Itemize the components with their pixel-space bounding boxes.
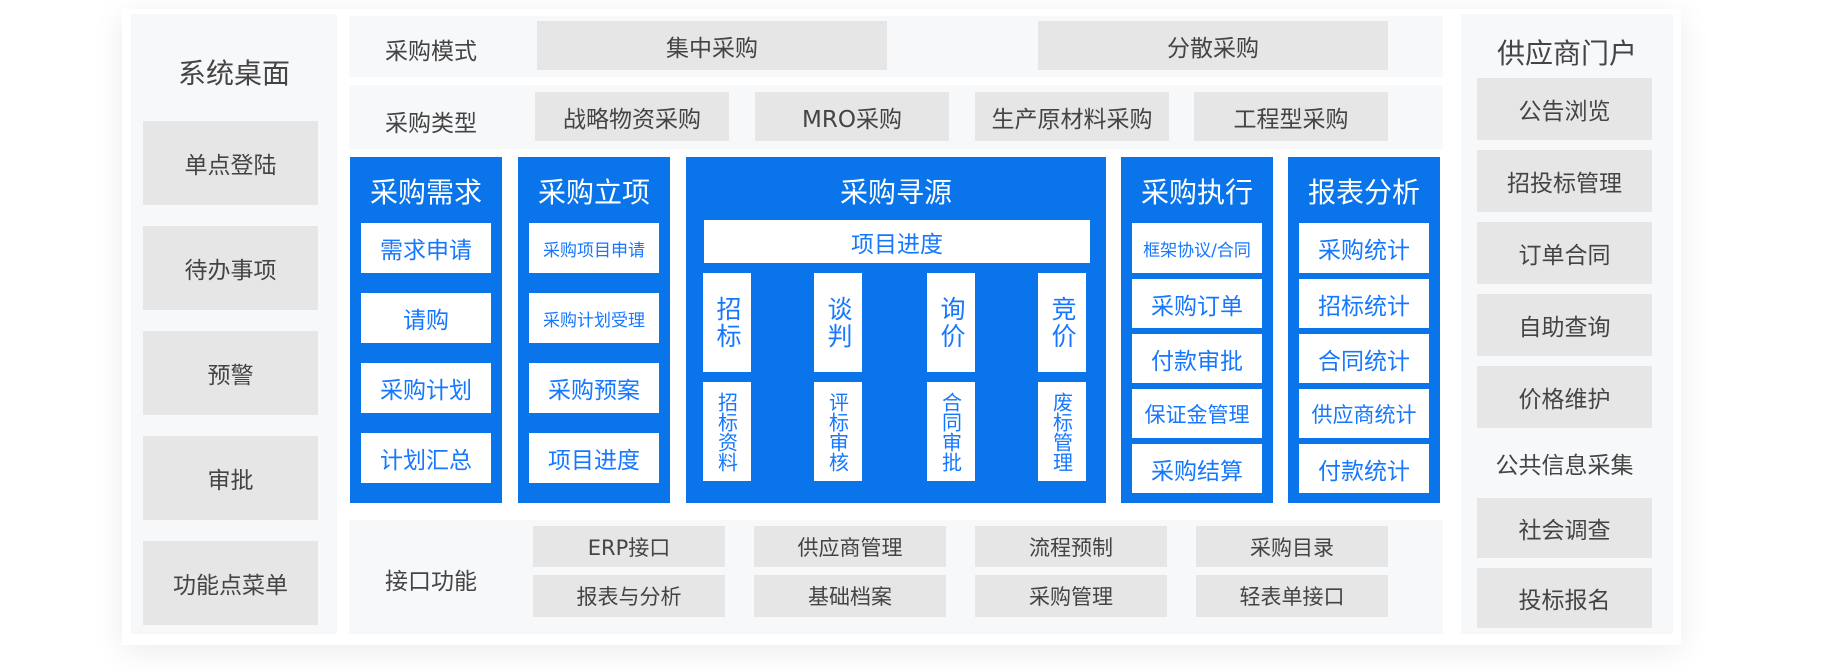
interface-item[interactable]: 采购管理 <box>975 575 1167 617</box>
interface-label: 接口功能 <box>385 569 477 595</box>
portal-item[interactable]: 投标报名 <box>1477 568 1652 628</box>
desktop-item[interactable]: 功能点菜单 <box>143 541 318 625</box>
type-option[interactable]: 战略物资采购 <box>535 92 729 141</box>
report-column: 报表分析 采购统计 招标统计 合同统计 供应商统计 付款统计 <box>1288 157 1440 503</box>
sourcing-column: 采购寻源 项目进度 招标 谈判 询价 竞价 招标资料 评标审核 合同审批 废标管… <box>686 157 1106 503</box>
report-title: 报表分析 <box>1307 176 1420 209</box>
interface-item[interactable]: 轻表单接口 <box>1196 575 1388 617</box>
interface-item[interactable]: 采购目录 <box>1196 526 1388 567</box>
portal-panel: 供应商门户 公告浏览 招投标管理 订单合同 自助查询 价格维护 公共信息采集 社… <box>1461 14 1673 634</box>
demand-item[interactable]: 计划汇总 <box>361 433 491 483</box>
portal-item[interactable]: 招投标管理 <box>1477 150 1652 212</box>
type-label: 采购类型 <box>385 111 477 137</box>
interface-row: 接口功能 ERP接口 供应商管理 流程预制 采购目录 报表与分析 基础档案 采购… <box>349 520 1443 634</box>
type-row: 采购类型 战略物资采购 MRO采购 生产原材料采购 工程型采购 <box>349 85 1443 149</box>
desktop-panel: 系统桌面 单点登陆 待办事项 预警 审批 功能点菜单 <box>131 14 337 634</box>
desktop-item[interactable]: 单点登陆 <box>143 121 318 205</box>
desktop-item[interactable]: 审批 <box>143 436 318 520</box>
execution-item[interactable]: 采购订单 <box>1132 279 1262 328</box>
sourcing-progress[interactable]: 项目进度 <box>704 220 1090 263</box>
execution-item[interactable]: 付款审批 <box>1132 334 1262 383</box>
project-item[interactable]: 采购计划受理 <box>529 293 659 343</box>
portal-item[interactable]: 公告浏览 <box>1477 78 1652 140</box>
sourcing-sub[interactable]: 招标资料 <box>703 382 751 481</box>
project-item[interactable]: 采购项目申请 <box>529 223 659 273</box>
project-item[interactable]: 项目进度 <box>529 433 659 483</box>
execution-item[interactable]: 保证金管理 <box>1132 389 1262 438</box>
portal-public-info[interactable]: 公共信息采集 <box>1495 453 1634 479</box>
report-item[interactable]: 招标统计 <box>1299 279 1429 328</box>
demand-item[interactable]: 采购计划 <box>361 363 491 413</box>
portal-item[interactable]: 社会调查 <box>1477 498 1652 558</box>
portal-title: 供应商门户 <box>1496 37 1637 70</box>
execution-item[interactable]: 框架协议/合同 <box>1132 223 1262 273</box>
demand-item[interactable]: 请购 <box>361 293 491 343</box>
mode-label: 采购模式 <box>385 39 477 65</box>
portal-item[interactable]: 价格维护 <box>1477 366 1652 428</box>
mode-option[interactable]: 集中采购 <box>537 21 887 70</box>
sourcing-sub[interactable]: 合同审批 <box>927 382 975 481</box>
type-option[interactable]: MRO采购 <box>755 92 949 141</box>
report-item[interactable]: 付款统计 <box>1299 444 1429 493</box>
sourcing-sub[interactable]: 评标审核 <box>814 382 862 481</box>
interface-item[interactable]: 基础档案 <box>754 575 946 617</box>
execution-column: 采购执行 框架协议/合同 采购订单 付款审批 保证金管理 采购结算 <box>1121 157 1273 503</box>
report-item[interactable]: 合同统计 <box>1299 334 1429 383</box>
execution-title: 采购执行 <box>1140 176 1253 209</box>
project-column: 采购立项 采购项目申请 采购计划受理 采购预案 项目进度 <box>518 157 670 503</box>
sourcing-title: 采购寻源 <box>839 176 952 209</box>
interface-item[interactable]: 流程预制 <box>975 526 1167 567</box>
type-option[interactable]: 工程型采购 <box>1194 92 1388 141</box>
demand-column: 采购需求 需求申请 请购 采购计划 计划汇总 <box>350 157 502 503</box>
report-item[interactable]: 采购统计 <box>1299 223 1429 273</box>
interface-item[interactable]: ERP接口 <box>533 526 725 567</box>
desktop-item[interactable]: 预警 <box>143 331 318 415</box>
desktop-title: 系统桌面 <box>177 57 290 90</box>
execution-item[interactable]: 采购结算 <box>1132 444 1262 493</box>
report-item[interactable]: 供应商统计 <box>1299 389 1429 438</box>
interface-item[interactable]: 报表与分析 <box>533 575 725 617</box>
portal-item[interactable]: 自助查询 <box>1477 294 1652 356</box>
interface-item[interactable]: 供应商管理 <box>754 526 946 567</box>
sourcing-method[interactable]: 竞价 <box>1038 273 1086 372</box>
sourcing-method[interactable]: 招标 <box>703 273 751 372</box>
mode-row: 采购模式 集中采购 分散采购 <box>349 16 1443 77</box>
type-option[interactable]: 生产原材料采购 <box>975 92 1169 141</box>
desktop-item[interactable]: 待办事项 <box>143 226 318 310</box>
mode-option[interactable]: 分散采购 <box>1038 21 1388 70</box>
sourcing-method[interactable]: 询价 <box>927 273 975 372</box>
sourcing-sub[interactable]: 废标管理 <box>1038 382 1086 481</box>
project-item[interactable]: 采购预案 <box>529 363 659 413</box>
project-title: 采购立项 <box>537 176 650 209</box>
demand-item[interactable]: 需求申请 <box>361 223 491 273</box>
sourcing-method[interactable]: 谈判 <box>814 273 862 372</box>
demand-title: 采购需求 <box>369 176 482 209</box>
portal-item[interactable]: 订单合同 <box>1477 222 1652 284</box>
